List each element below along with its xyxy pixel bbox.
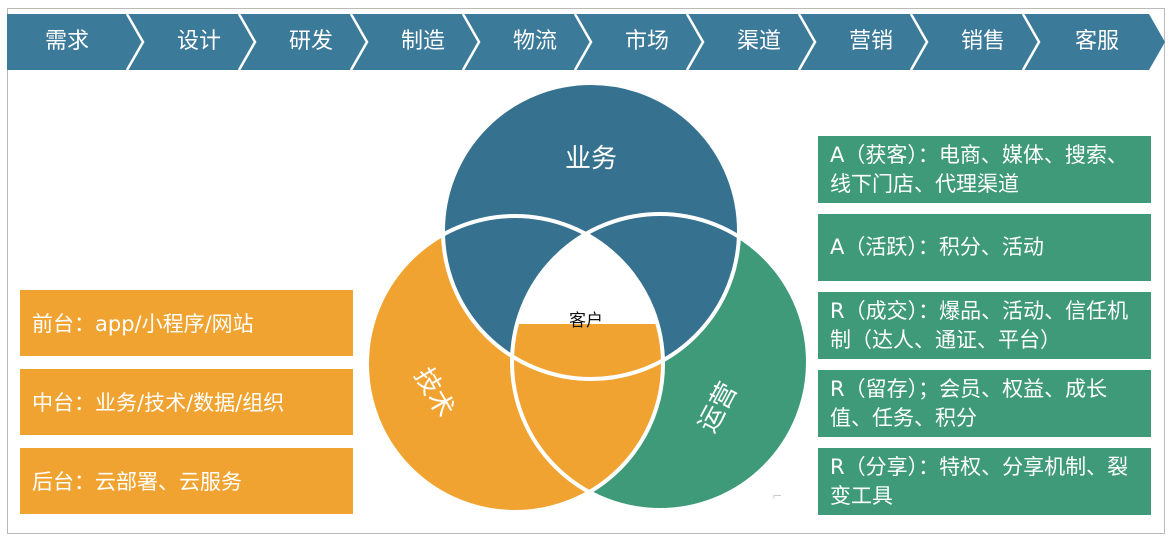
chain-separator-2: [237, 14, 257, 71]
chain-stage-1: 需求: [44, 29, 89, 54]
venn-diagram: 业务 客户 技术 运营: [360, 84, 810, 514]
chain-stage-10: 客服: [1074, 29, 1119, 54]
platform-back: 后台：云部署、云服务: [20, 448, 353, 514]
value-chain: 需求 设计 研发 制造 物流 市场 渠道 营销 销售 客服: [7, 14, 1165, 72]
chain-separator-1: [125, 14, 145, 71]
chain-stage-6: 市场: [624, 29, 669, 54]
funnel-conversion: R（成交）：爆品、活动、信任机制（达人、通证、平台）: [818, 292, 1151, 359]
chain-stage-5: 物流: [512, 29, 557, 54]
circle-outlines: [365, 84, 810, 514]
platform-middle: 中台：业务/技术/数据/组织: [20, 369, 353, 435]
funnel-referral: R（分享）：特权、分享机制、裂变工具: [818, 448, 1151, 515]
chain-stage-8: 营销: [848, 29, 893, 54]
chain-separator-3: [349, 14, 369, 71]
chain-separator-4: [461, 14, 481, 71]
chain-separator-6: [685, 14, 705, 71]
chain-separator-8: [909, 14, 929, 71]
venn-label-business: 业务: [565, 144, 618, 174]
chain-stage-2: 设计: [176, 29, 221, 54]
venn-shapes: [365, 84, 810, 514]
chain-stage-3: 研发: [288, 29, 333, 54]
chain-separator-5: [573, 14, 593, 71]
chain-stage-9: 销售: [960, 29, 1005, 54]
chain-stage-7: 渠道: [736, 29, 781, 54]
venn-label-customer: 客户: [569, 311, 603, 331]
funnel-retention: R（留存）；会员、权益、成长值、任务、积分: [818, 370, 1151, 437]
platform-front: 前台：app/小程序/网站: [20, 290, 353, 356]
cursor-mark: ⌐: [772, 489, 783, 503]
chain-separator-9: [1021, 14, 1041, 71]
diagram-frame: [7, 8, 1165, 534]
value-chain-band: [7, 14, 1165, 71]
chain-stage-4: 制造: [400, 29, 445, 54]
chain-separator-7: [797, 14, 817, 71]
funnel-activation: A（活跃）：积分、活动: [818, 214, 1151, 281]
funnel-acquisition: A（获客）：电商、媒体、搜索、线下门店、代理渠道: [818, 136, 1151, 203]
